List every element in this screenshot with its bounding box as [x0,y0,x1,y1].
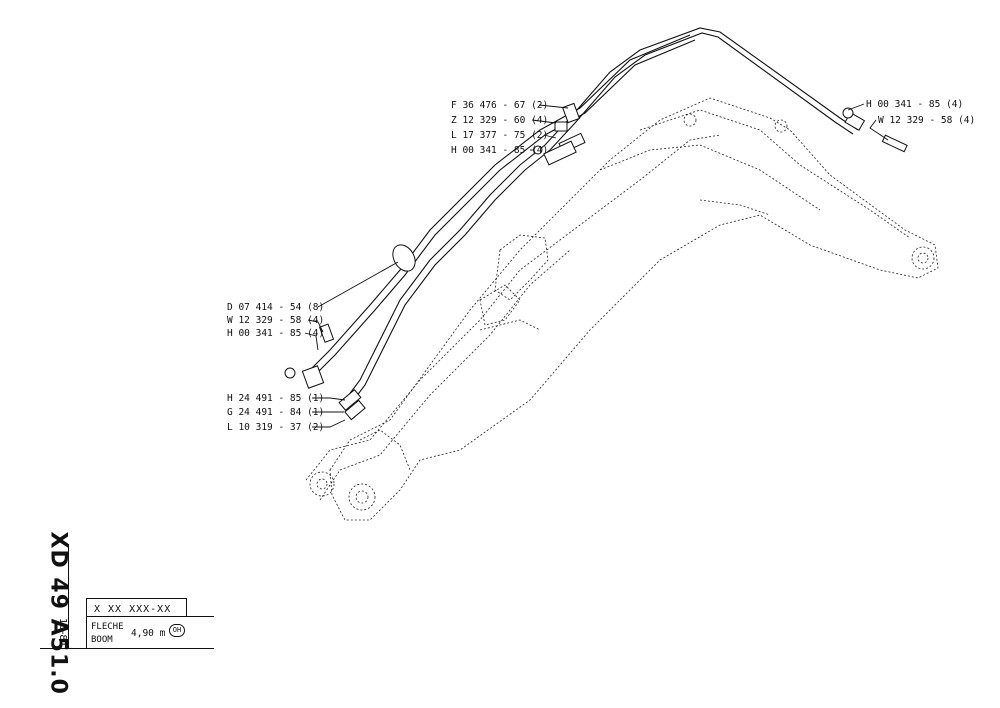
doc-date: 10-81 [57,618,68,648]
hardware-parts [284,102,908,421]
title-divider-v3 [186,598,187,616]
callout-w12329-58-right: W 12 329 - 58 (4) [878,115,975,126]
callout-h24491-85: H 24 491 - 85 (1) [227,393,324,404]
callouts-upper: F 36 476 - 67 (2) Z 12 329 - 60 (4) L 17… [451,100,548,156]
leader-lines [304,103,889,428]
callout-h00341-85-upper: H 00 341 - 85 (4) [451,145,548,156]
hydraulic-pipes [304,27,859,406]
callout-h00341-85-right: H 00 341 - 85 (4) [866,99,963,110]
callout-l17377-75: L 17 377 - 75 (2) [451,130,548,141]
title-divider-v1 [68,544,69,648]
title-divider-v2 [86,598,87,648]
callout-h00341-85-left: H 00 341 - 85 (4) [227,328,324,339]
name-fr: FLECHE [91,622,124,632]
doc-ref: X XX XXX-XX [94,604,172,615]
callout-z12329-60: Z 12 329 - 60 (4) [451,115,548,126]
oh-badge: OH [169,624,185,637]
callout-f36476-67: F 36 476 - 67 (2) [451,100,548,111]
title-divider-bottom [40,648,214,649]
callout-d07414-54: D 07 414 - 54 (8) [227,302,324,313]
callout-l10319-37: L 10 319 - 37 (2) [227,422,324,433]
callout-g24491-84: G 24 491 - 84 (1) [227,407,324,418]
callouts-right: H 00 341 - 85 (4) W 12 329 - 58 (4) [866,99,975,126]
boom-outline [305,97,939,521]
title-divider-mid [86,616,214,617]
name-en: BOOM [91,635,113,645]
boom-length: 4,90 m [131,628,166,639]
title-divider-top [86,598,186,599]
callout-w12329-58-left: W 12 329 - 58 (4) [227,315,324,326]
callouts-lower: D 07 414 - 54 (8) W 12 329 - 58 (4) H 00… [227,302,324,433]
